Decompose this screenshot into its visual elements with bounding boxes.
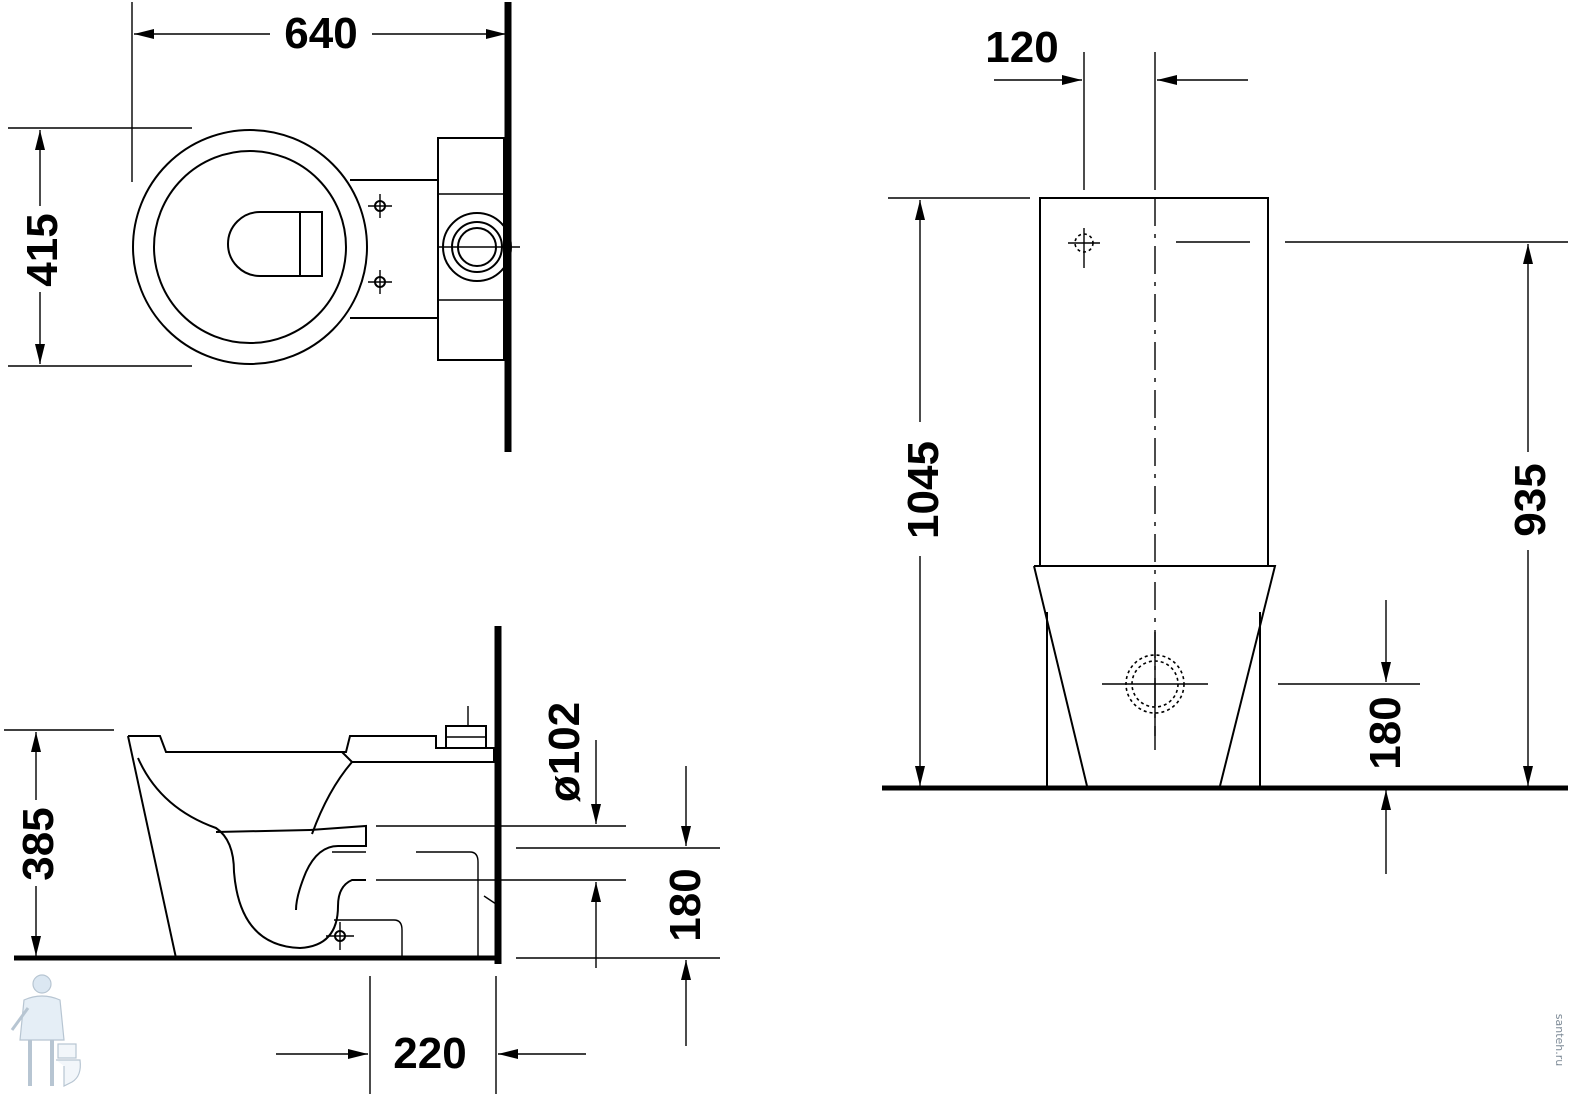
bowl-trap-path	[137, 757, 366, 950]
floor-outlet-marker	[1102, 632, 1208, 736]
dim-220-label: 220	[393, 1029, 466, 1078]
bowl-front-outline	[127, 735, 177, 959]
dim-102-label: ø102	[540, 702, 589, 802]
side-view: 385 ø102 180 220	[4, 626, 720, 1094]
dim-180-side-label: 180	[661, 868, 710, 941]
water-inlet-marker	[1068, 228, 1100, 268]
seat-hinge-block	[299, 211, 323, 277]
trap-inner-path	[295, 824, 367, 911]
dim-120-label: 120	[985, 23, 1058, 72]
seat-hinge-plate	[350, 179, 439, 319]
bowl-rim-inner	[153, 150, 347, 344]
front-view: 120 1045 935 180	[882, 23, 1568, 874]
dim-640-label: 640	[284, 9, 357, 58]
watermark-text: santeh.ru	[1553, 1014, 1566, 1067]
watermark-logo	[10, 974, 81, 1087]
seat-profile	[128, 735, 495, 763]
cistern-body	[1039, 197, 1269, 567]
top-view: 640 415	[8, 2, 520, 452]
dim-1045-label: 1045	[899, 441, 948, 539]
dim-180-front-label: 180	[1361, 696, 1410, 769]
bowl-opening	[227, 211, 300, 277]
tank-footprint	[437, 137, 505, 361]
dim-935-label: 935	[1506, 463, 1555, 536]
pedestal-taper	[1033, 565, 1277, 787]
side-fixing-mark	[326, 922, 354, 950]
bowl-rim-outer	[132, 129, 368, 365]
dim-415-label: 415	[18, 213, 67, 286]
fixing-hole-bottom	[368, 270, 392, 294]
fixing-hole-top	[368, 194, 392, 218]
dim-385-label: 385	[14, 807, 63, 880]
